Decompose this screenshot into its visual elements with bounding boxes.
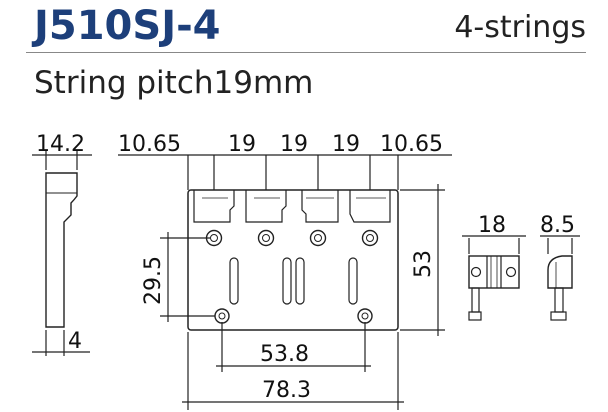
dim-side-base: 4 — [68, 329, 82, 354]
string-count-label: 4-strings — [454, 10, 586, 45]
dim-edge-left: 10.65 — [118, 132, 181, 157]
dim-saddle-side: 8.5 — [540, 213, 575, 238]
dim-pitch-3: 19 — [332, 132, 360, 157]
dim-side-thickness: 14.2 — [36, 132, 85, 157]
dim-pitch-2: 19 — [280, 132, 308, 157]
saddle-side-view — [540, 235, 580, 321]
dim-saddle-width: 18 — [478, 213, 506, 238]
side-profile-view — [32, 150, 92, 356]
baseplate-front-view — [187, 189, 399, 331]
bottom-dimension-lines — [182, 322, 404, 410]
dim-mount-spacing: 53.8 — [260, 342, 309, 367]
dim-edge-right: 10.65 — [380, 132, 443, 157]
model-title: J510SJ-4 — [34, 3, 221, 49]
dim-pitch-1: 19 — [228, 132, 256, 157]
dim-total-width: 78.3 — [262, 378, 311, 403]
saddle-front-view — [462, 235, 526, 321]
height-dimension — [400, 184, 445, 336]
string-pitch-label: String pitch19mm — [34, 65, 314, 101]
dim-height: 53 — [411, 250, 436, 278]
mount-vertical-dimension — [160, 232, 215, 322]
top-dimension-lines — [118, 154, 452, 190]
dimension-labels: 14.2 4 10.65 19 19 19 10.65 53 29.5 53.8… — [36, 132, 575, 403]
dim-mount-vertical: 29.5 — [141, 256, 166, 305]
header-divider — [26, 52, 586, 53]
